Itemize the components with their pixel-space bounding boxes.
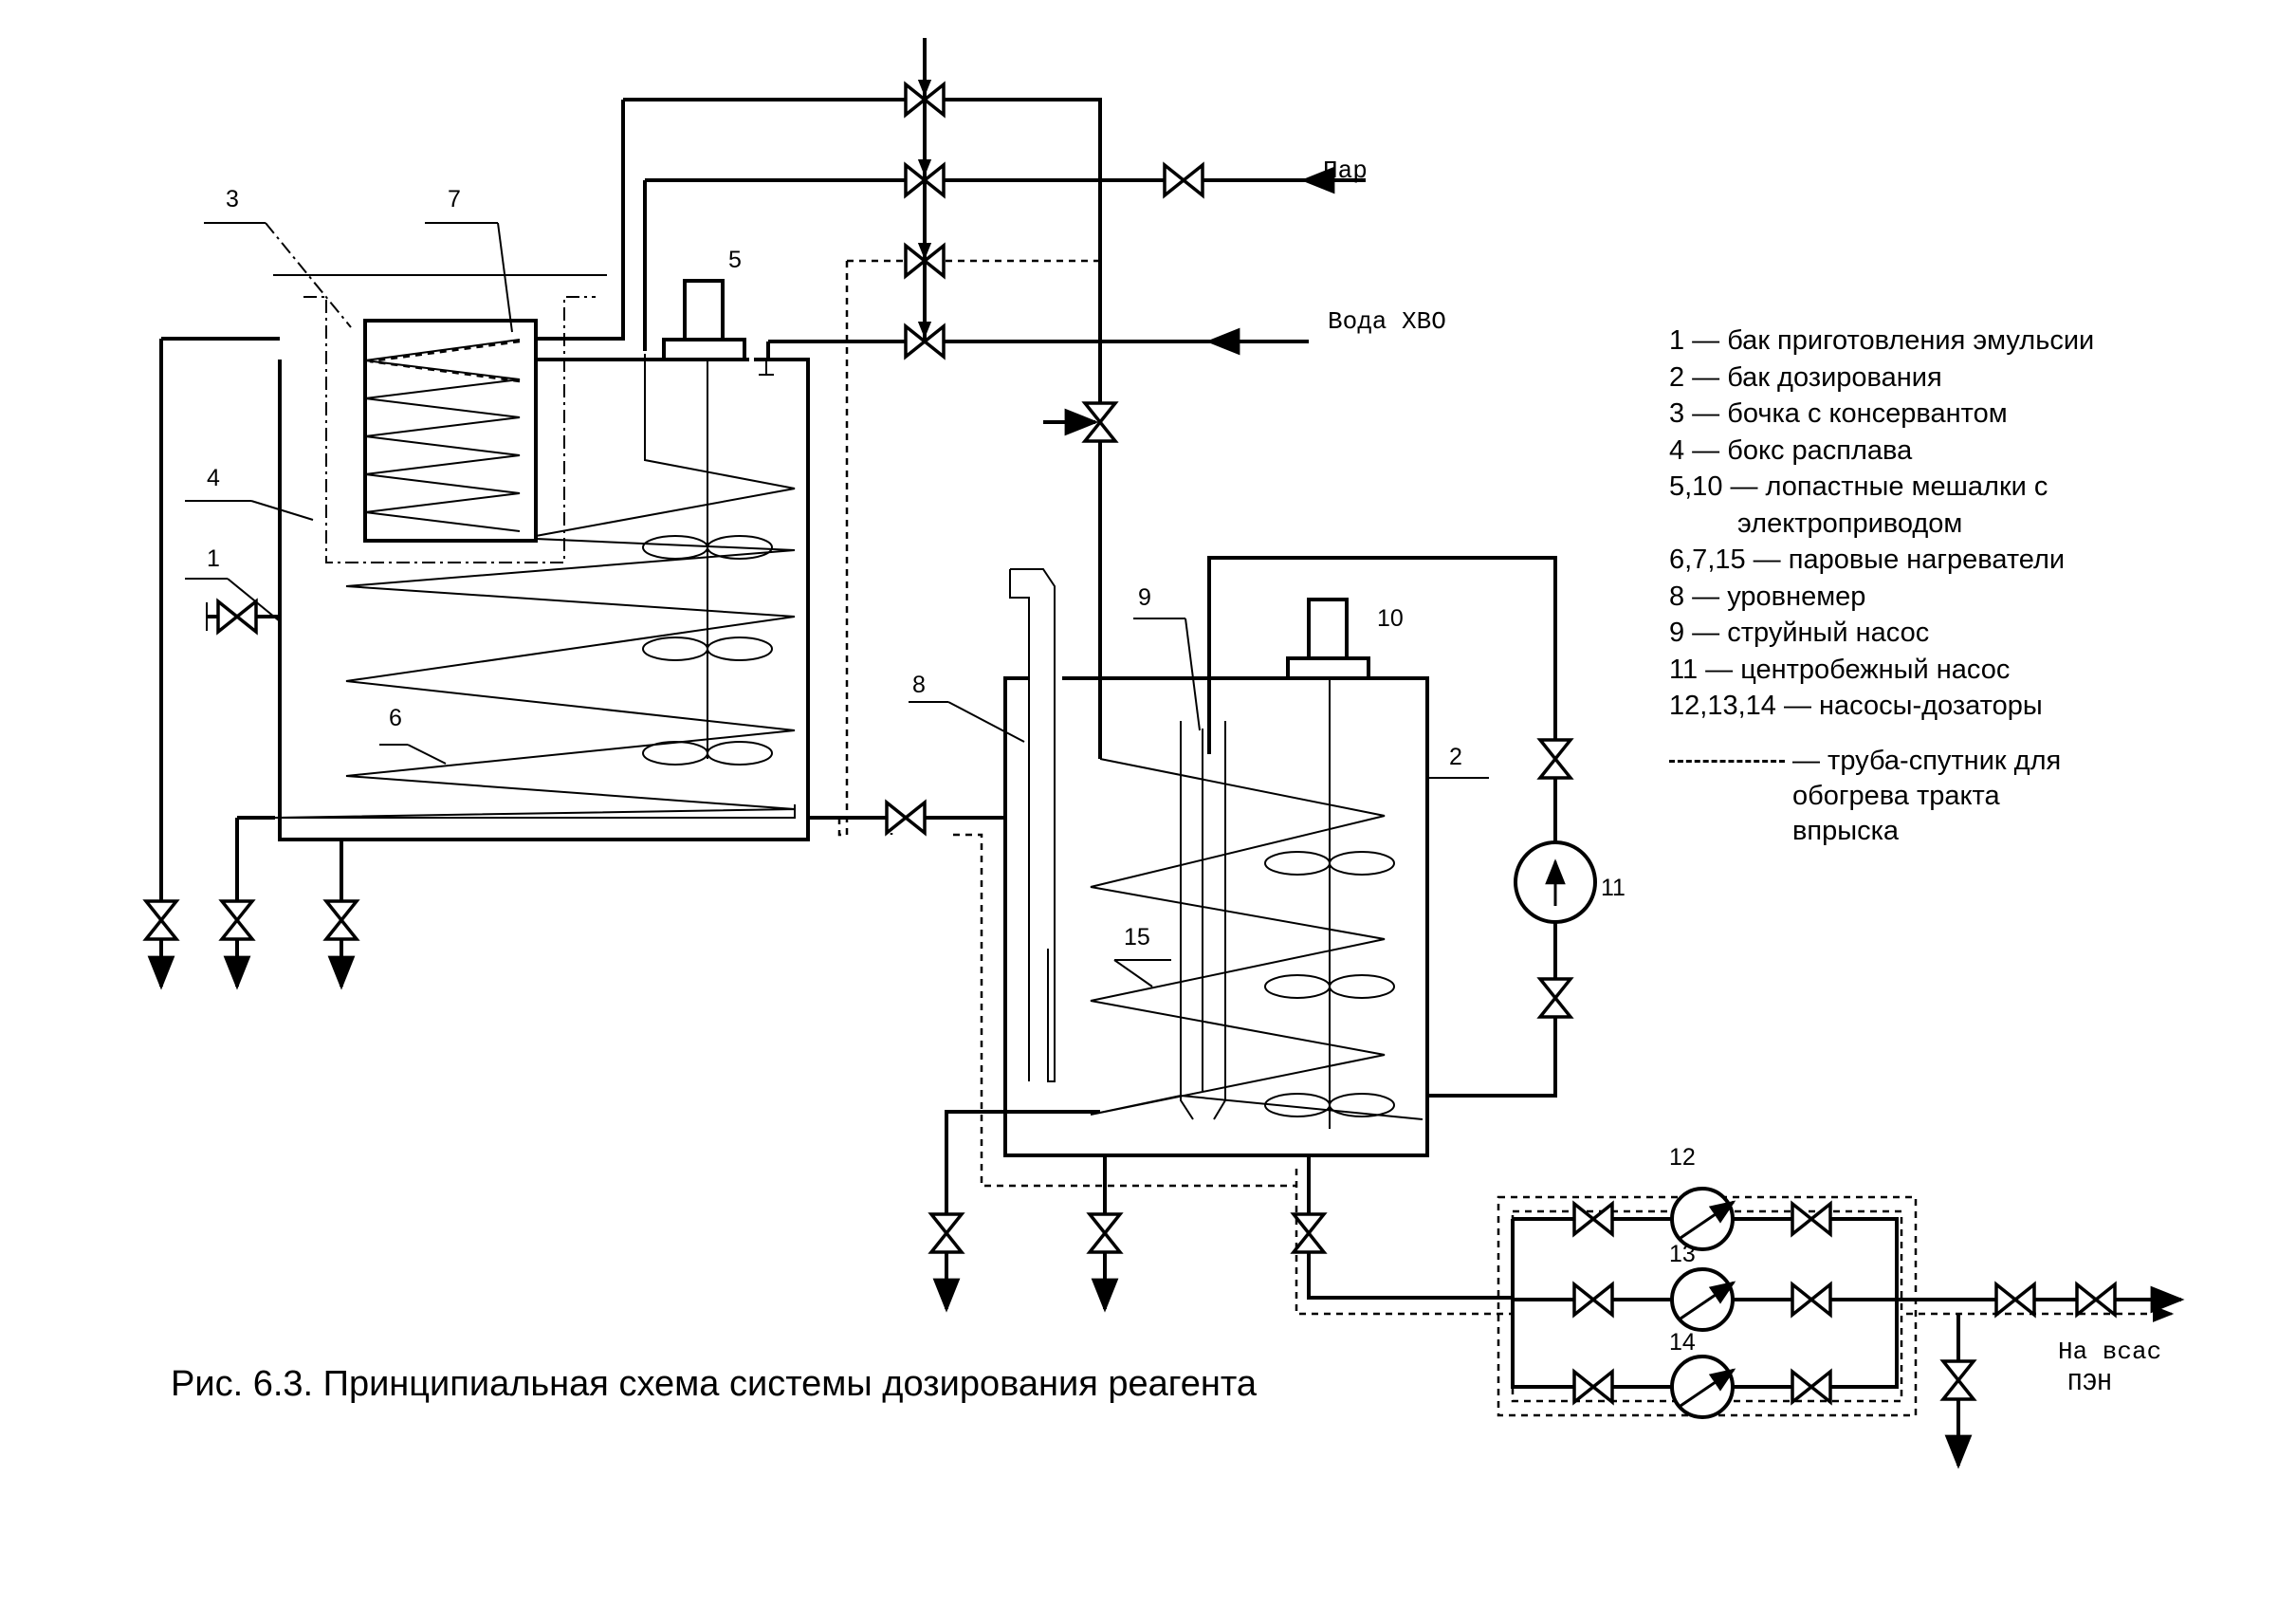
- legend-item: 12,13,14 — насосы-дозаторы: [1669, 691, 2043, 721]
- legend-item: 5,10 — лопастные мешалки с: [1669, 471, 2048, 502]
- label-4: 4: [207, 465, 220, 491]
- water-label: Вода ХВО: [1328, 307, 1446, 336]
- steam-label: Пар: [1323, 157, 1368, 185]
- label-11: 11: [1601, 875, 1626, 901]
- figure-caption: Рис. 6.3. Принципиальная схема системы д…: [171, 1364, 1257, 1404]
- legend-item: 8 — уровнемер: [1669, 581, 1866, 612]
- label-10: 10: [1377, 605, 1404, 632]
- label-2: 2: [1449, 744, 1462, 770]
- dashed-line-sample: [1669, 759, 1785, 763]
- label-6: 6: [389, 705, 402, 731]
- label-14: 14: [1669, 1329, 1696, 1356]
- label-5: 5: [728, 247, 742, 273]
- legend-item: 4 — бокс расплава: [1669, 434, 1913, 466]
- tank-1-drains: [144, 337, 358, 987]
- dosing-pumps-manifold: [1497, 1187, 2185, 1469]
- tank-2-dosing: [1003, 568, 1429, 1157]
- label-3: 3: [226, 186, 239, 212]
- centrifugal-pump-11-loop: [1207, 556, 1597, 1098]
- tank-1-emulsion: [273, 274, 810, 841]
- legend-dashed-text-3: впрыска: [1792, 815, 1900, 846]
- label-15: 15: [1124, 924, 1150, 950]
- legend-dashed-text-2: обогрева тракта: [1792, 780, 2000, 811]
- legend-item: 6,7,15 — паровые нагреватели: [1669, 544, 2066, 575]
- legend-dashed-entry: — труба-спутник для обогрева тракта впры…: [1669, 744, 2094, 849]
- outlet-label-2: ПЭН: [2067, 1369, 2112, 1397]
- legend-item: 9 — струйный насос: [1669, 618, 1930, 648]
- legend-item: 1 — бак приготовления эмульсии: [1669, 325, 2095, 356]
- label-9: 9: [1138, 584, 1151, 611]
- mixer-10: [1264, 598, 1395, 1129]
- legend-item: 2 — бак дозирования: [1669, 361, 1942, 393]
- legend-dashed-text-1: — труба-спутник для: [1792, 745, 2062, 776]
- mixer-5: [642, 279, 773, 766]
- legend-item: 11 — центробежный насос: [1669, 654, 2011, 685]
- label-8: 8: [912, 672, 926, 698]
- outlet-label-1: На всас: [2058, 1338, 2161, 1366]
- legend-item: 3 — бочка с консервантом: [1669, 398, 2008, 429]
- label-12: 12: [1669, 1144, 1696, 1171]
- transfer-line: [808, 801, 1296, 1188]
- label-13: 13: [1669, 1241, 1696, 1267]
- leader-lines: [185, 222, 1489, 987]
- legend-item: электроприводом: [1737, 508, 1963, 539]
- label-7: 7: [448, 186, 461, 212]
- label-1: 1: [207, 545, 220, 572]
- legend: 1 — бак приготовления эмульсии 2 — бак д…: [1669, 323, 2094, 849]
- tank-2-drains: [929, 1110, 1513, 1316]
